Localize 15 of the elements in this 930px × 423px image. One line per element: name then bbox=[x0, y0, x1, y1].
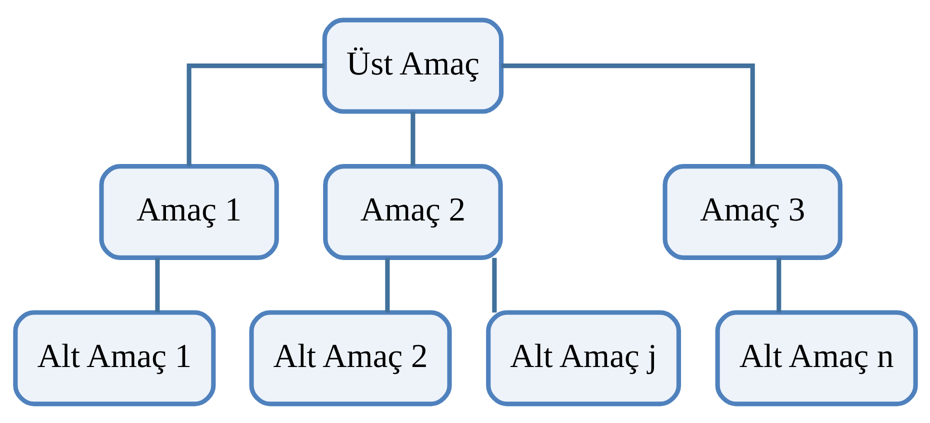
connector bbox=[500, 63, 754, 166]
connector bbox=[186, 63, 324, 166]
node-box: Alt Amaç n bbox=[714, 310, 918, 406]
connector bbox=[492, 257, 496, 312]
connector bbox=[384, 257, 390, 312]
connector bbox=[776, 257, 781, 312]
node-box: Amaç 3 bbox=[662, 164, 842, 260]
node-box: Amaç 1 bbox=[98, 164, 278, 260]
node-box: Alt Amaç j bbox=[486, 310, 681, 406]
connector bbox=[154, 257, 160, 312]
connector bbox=[410, 111, 415, 166]
node-box: Alt Amaç 1 bbox=[12, 310, 216, 406]
node-box: Alt Amaç 2 bbox=[248, 310, 452, 406]
node-box: Üst Amaç bbox=[322, 17, 504, 114]
node-box: Amaç 2 bbox=[322, 164, 502, 260]
